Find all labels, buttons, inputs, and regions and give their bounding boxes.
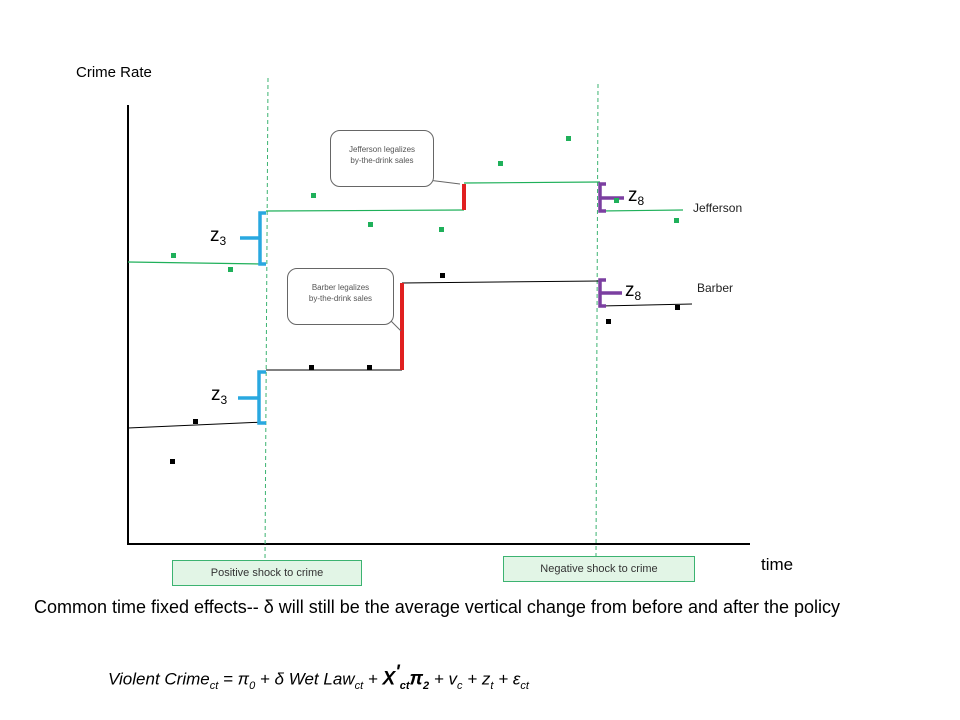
jefferson-line-segment	[127, 261, 263, 265]
jefferson-callout-pointer	[427, 179, 461, 185]
jefferson-point	[566, 136, 571, 141]
barber-callout-line1: Barber legalizes	[311, 283, 370, 292]
jefferson-callout: Jefferson legalizes by-the-drink sales	[330, 130, 434, 187]
z8-label-barber: z8	[625, 280, 642, 303]
jefferson-point	[228, 267, 233, 272]
jefferson-line-segment	[599, 209, 684, 212]
z3-bracket-barber	[257, 370, 266, 425]
y-axis-label: Crime Rate	[76, 64, 152, 81]
barber-point	[675, 305, 680, 310]
barber-line-segment	[401, 280, 601, 284]
barber-point	[440, 273, 445, 278]
barber-callout: Barber legalizes by-the-drink sales	[287, 268, 394, 325]
barber-point	[309, 365, 314, 370]
barber-line-segment	[127, 421, 265, 429]
jefferson-label: Jefferson	[693, 201, 743, 215]
jefferson-point	[171, 253, 176, 258]
barber-point	[193, 419, 198, 424]
regression-equation: Violent Crimect = π0 + δ Wet Lawct + X'c…	[108, 662, 529, 693]
jefferson-line-segment	[463, 181, 601, 184]
barber-point	[606, 319, 611, 324]
z3-label-jefferson: z3	[210, 225, 227, 248]
jefferson-callout-line2: by-the-drink sales	[350, 156, 414, 165]
barber-callout-line2: by-the-drink sales	[308, 294, 373, 303]
barber-point	[367, 365, 372, 370]
x-axis-label: time	[761, 555, 794, 574]
positive-shock-label: Positive shock to crime	[172, 560, 362, 586]
jefferson-point	[614, 198, 619, 203]
positive-shock-line	[264, 77, 269, 561]
jefferson-line-segment	[265, 209, 465, 212]
barber-point	[170, 459, 175, 464]
jefferson-callout-line1: Jefferson legalizes	[348, 145, 416, 154]
jefferson-point	[368, 222, 373, 227]
negative-shock-line	[595, 83, 599, 557]
jefferson-point	[439, 227, 444, 232]
barber-line-segment	[599, 303, 693, 307]
jefferson-point	[498, 161, 503, 166]
jefferson-point	[311, 193, 316, 198]
fixed-effects-note: Common time fixed effects-- δ will still…	[34, 597, 841, 617]
barber-label: Barber	[697, 281, 734, 295]
z3-label-barber: z3	[211, 384, 228, 407]
jefferson-point	[674, 218, 679, 223]
z8-label-jefferson: z8	[628, 185, 645, 208]
negative-shock-label: Negative shock to crime	[503, 556, 695, 582]
z3-bracket-jefferson	[258, 211, 266, 266]
